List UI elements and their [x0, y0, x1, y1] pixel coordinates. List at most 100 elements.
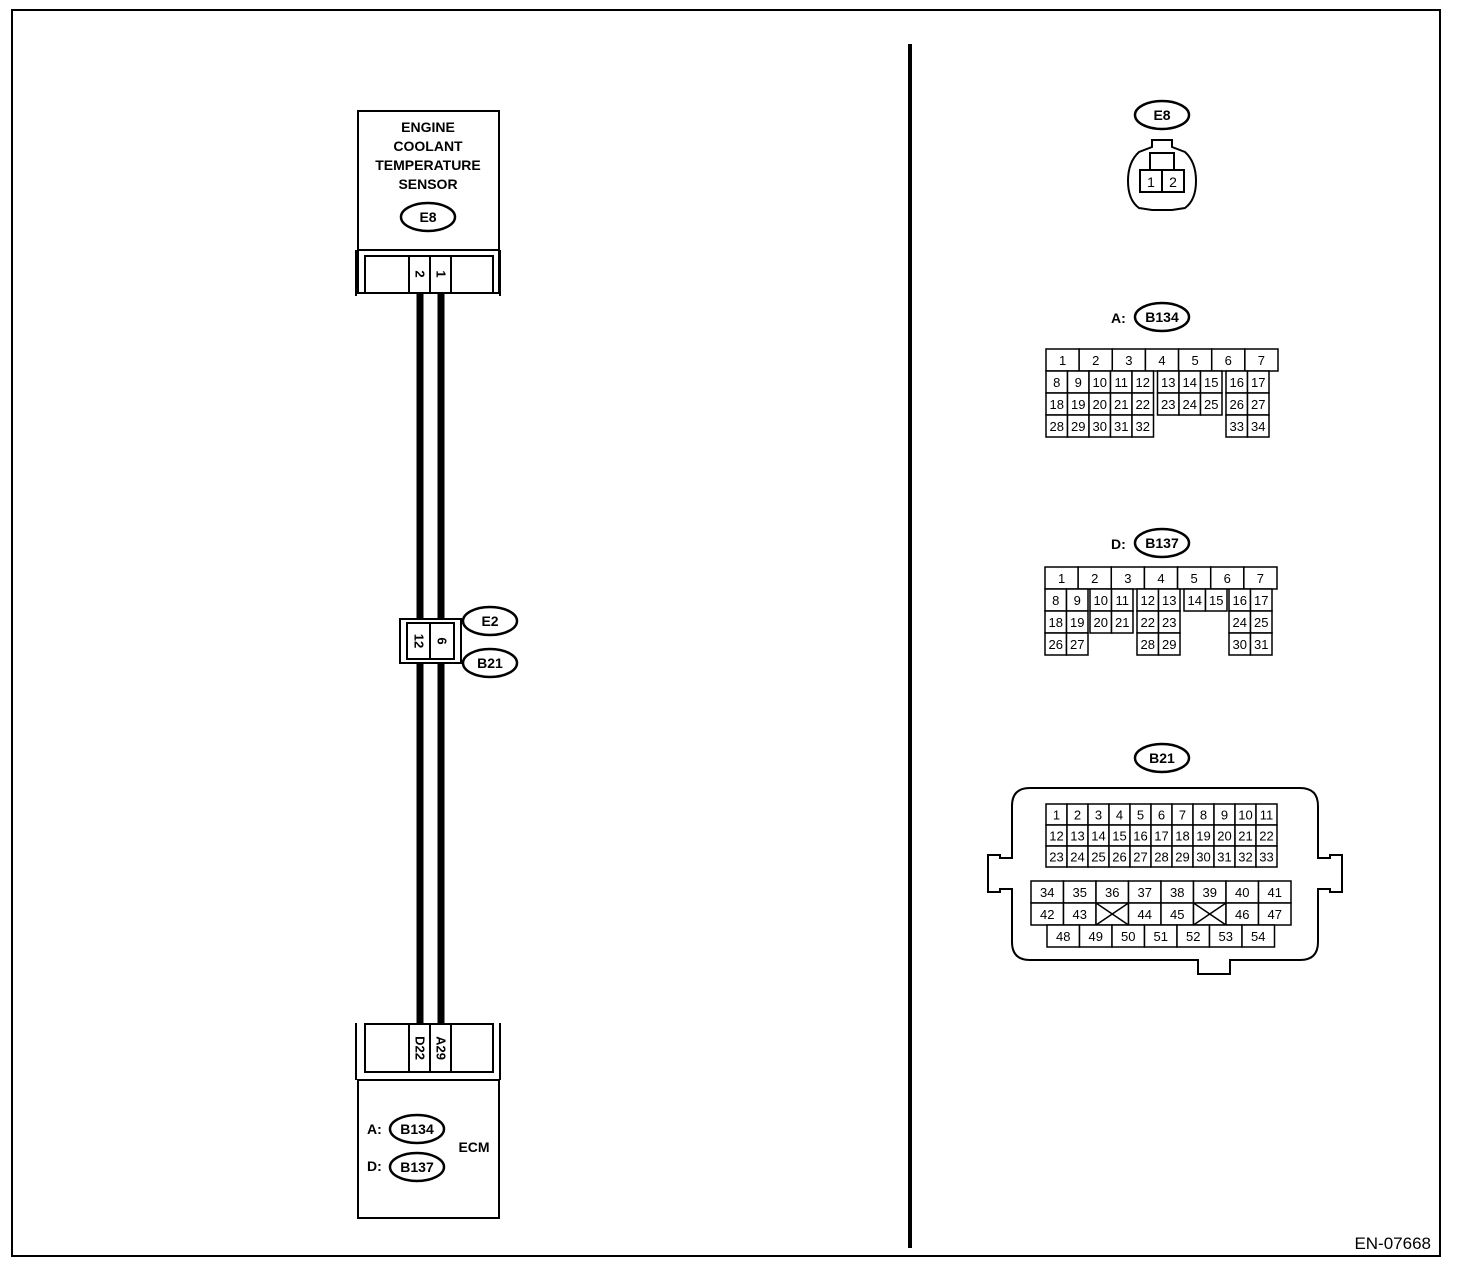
sensor-title-line-4: SENSOR: [398, 176, 457, 192]
b21-pin-12: 12: [1049, 829, 1063, 844]
b21-pin-25: 25: [1091, 850, 1105, 865]
b21-pin-52: 52: [1186, 929, 1200, 944]
diagram-frame: [11, 9, 1441, 1257]
b21-pin-40: 40: [1235, 885, 1249, 900]
grid-b134-pin-31: 31: [1114, 419, 1128, 434]
joint-pin-6: 6: [435, 637, 450, 644]
grid-b137-pin-29-cell: [1157, 632, 1181, 656]
grid-b134-pin-21: 21: [1114, 397, 1128, 412]
grid-b134-pin-27: 27: [1251, 397, 1265, 412]
grid-b134-pin-34: 34: [1251, 419, 1265, 434]
b21-pin-2: 2: [1074, 808, 1081, 823]
joint-badge-b21: [461, 647, 519, 679]
b21-pin-20: 20: [1217, 829, 1231, 844]
sensor-pin-2: 2: [413, 270, 428, 277]
grid-b134-pin-10: 10: [1093, 375, 1107, 390]
b21-pin-54: 54: [1251, 929, 1265, 944]
grid-b137-pin-18: 18: [1049, 615, 1063, 630]
grid-b137-pin-9: 9: [1074, 593, 1081, 608]
grid-b137-pin-6: 6: [1224, 571, 1231, 586]
grid-b134-pin-25-cell: [1199, 392, 1223, 416]
b21-pin-42: 42: [1040, 907, 1054, 922]
grid-b137-pin-29: 29: [1162, 637, 1176, 652]
b21-pin-53: 53: [1219, 929, 1233, 944]
b21-pin-14: 14: [1091, 829, 1105, 844]
grid-b134-pin-1: 1: [1059, 353, 1066, 368]
grid-b134-pin-25: 25: [1204, 397, 1218, 412]
b21-view-badge: [1133, 742, 1191, 774]
e8-view-pin-2: 2: [1169, 174, 1177, 190]
grid-b134-pin-24: 24: [1183, 397, 1197, 412]
grid-b134-pin-16: 16: [1230, 375, 1244, 390]
grid-b137-pin-21: 21: [1115, 615, 1129, 630]
b21-pin-49: 49: [1089, 929, 1103, 944]
grid-b137-pin-23: 23: [1162, 615, 1176, 630]
b21-pin-33-cell: [1255, 845, 1278, 868]
blank-cavity-mark: [1193, 902, 1227, 926]
ecm-badge-b134: [388, 1113, 446, 1145]
grid-b134-pin-32-cell: [1131, 414, 1155, 438]
grid-b137-pin-21-cell: [1110, 610, 1134, 634]
b21-pin-9: 9: [1221, 808, 1228, 823]
b21-pin-10: 10: [1238, 808, 1252, 823]
e8-connector-view: E8 1 2: [1126, 99, 1198, 211]
joint-connector: 12 6 E2 B21: [399, 605, 519, 679]
b21-pin-29: 29: [1175, 850, 1189, 865]
grid-b134-pin-26: 26: [1230, 397, 1244, 412]
sensor-title-line-2: COOLANT: [393, 138, 463, 154]
b21-pin-4: 4: [1116, 808, 1123, 823]
grid-b134-pin-19: 19: [1071, 397, 1085, 412]
e8-view-badge: [1133, 99, 1191, 131]
grid-b134-pin-11: 11: [1115, 375, 1129, 390]
grid-b137-pin-14: 14: [1188, 593, 1202, 608]
b134-view-badge: [1133, 301, 1191, 333]
ecm-block: D22 A29 A: B134 D: B137 ECM: [355, 1023, 501, 1219]
grid-b134-pin-15: 15: [1204, 375, 1218, 390]
b21-pin-8: 8: [1200, 808, 1207, 823]
grid-b137-pin-15: 15: [1209, 593, 1223, 608]
ecm-conn-d-name: B137: [400, 1159, 434, 1175]
grid-b137-pin-10: 10: [1094, 593, 1108, 608]
b137-view-badge: [1133, 527, 1191, 559]
grid-b134-pin-12: 12: [1136, 375, 1150, 390]
b134-view-label: B134: [1145, 309, 1179, 325]
b21-pin-46: 46: [1235, 907, 1249, 922]
grid-b134-pin-20: 20: [1093, 397, 1107, 412]
grid-b137-pin-17: 17: [1254, 593, 1268, 608]
grid-b134-pin-2: 2: [1092, 353, 1099, 368]
b21-pin-18: 18: [1175, 829, 1189, 844]
e8-view-label: E8: [1153, 107, 1170, 123]
b21-pin-48: 48: [1056, 929, 1070, 944]
grid-b134-pin-5: 5: [1192, 353, 1199, 368]
joint-pin-12: 12: [412, 634, 427, 648]
grid-b137-pin-3: 3: [1124, 571, 1131, 586]
b21-view-label: B21: [1149, 750, 1175, 766]
harness-wires: [416, 293, 445, 1024]
b21-pin-17: 17: [1154, 829, 1168, 844]
b137-view-prefix: D:: [1111, 536, 1126, 552]
b21-pin-13: 13: [1070, 829, 1084, 844]
grid-b134-pin-22: 22: [1136, 397, 1150, 412]
b21-pin-21: 21: [1238, 829, 1252, 844]
ecm-conn-a-prefix: A:: [367, 1121, 382, 1137]
b21-pin-11: 11: [1260, 808, 1274, 823]
b21-pin-54-cell: [1241, 924, 1276, 948]
b21-pin-26: 26: [1112, 850, 1126, 865]
b21-pin-35: 35: [1073, 885, 1087, 900]
b21-pin-6: 6: [1158, 808, 1165, 823]
document-id: EN-07668: [1354, 1234, 1431, 1253]
grid-b134-pin-33: 33: [1230, 419, 1244, 434]
grid-b134-pin-18: 18: [1050, 397, 1064, 412]
b21-pin-39: 39: [1203, 885, 1217, 900]
b21-pin-19: 19: [1196, 829, 1210, 844]
grid-b134-pin-4: 4: [1158, 353, 1165, 368]
grid-b134-pin-30: 30: [1093, 419, 1107, 434]
grid-b137-pin-15-cell: [1204, 588, 1228, 612]
blank-cavity-mark: [1095, 902, 1129, 926]
b21-pin-41: 41: [1268, 885, 1282, 900]
grid-b137-pin-2: 2: [1091, 571, 1098, 586]
